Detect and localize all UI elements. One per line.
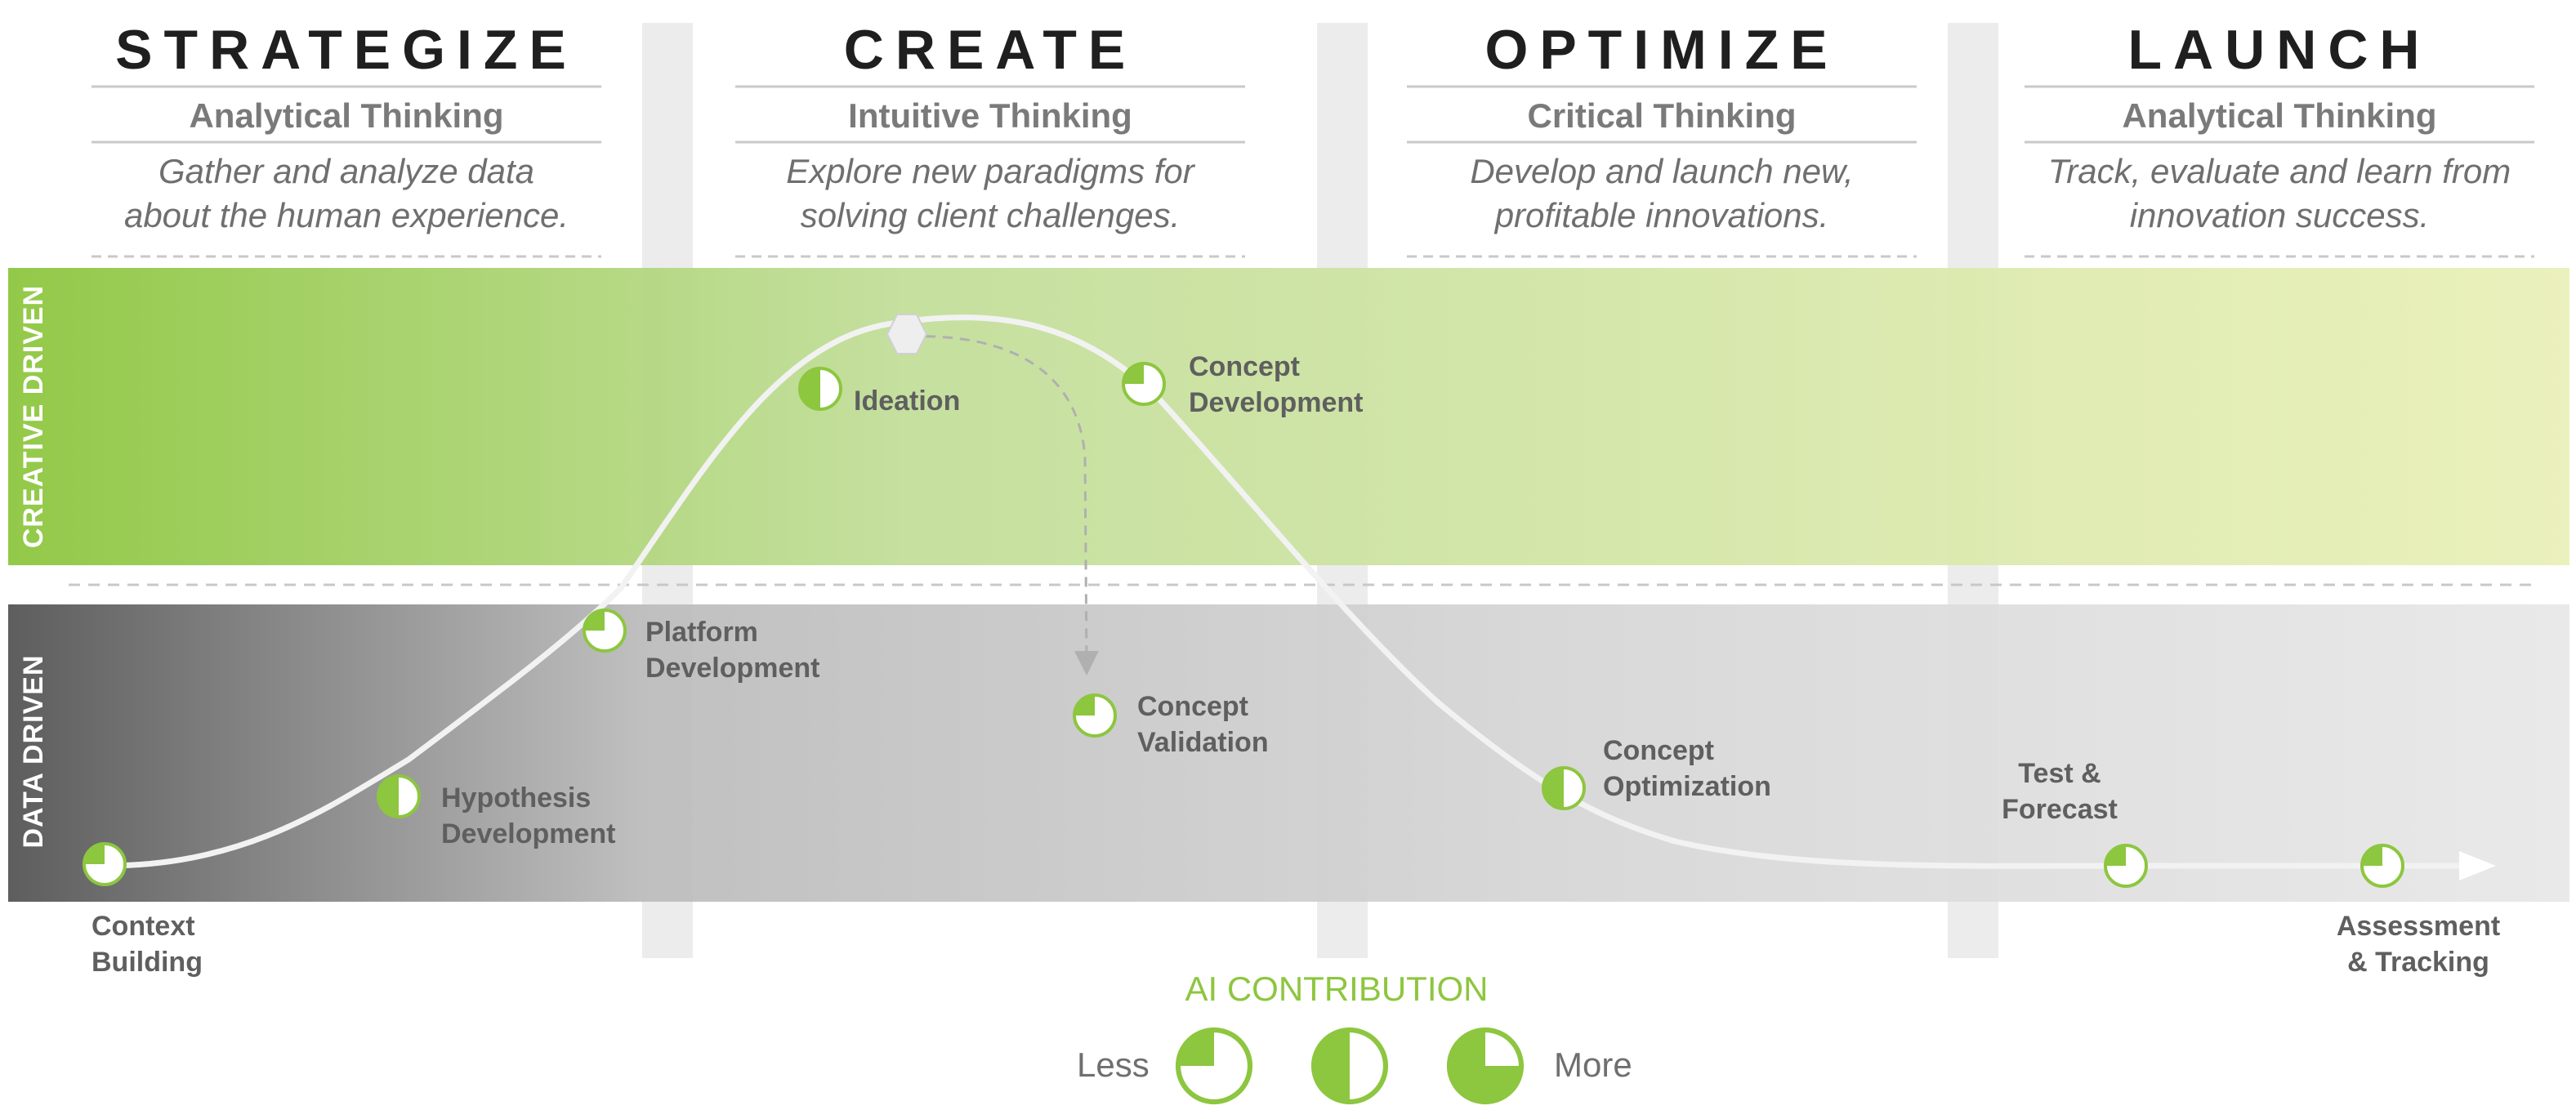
- ai-contribution-icon: [583, 609, 627, 653]
- phase-title: OPTIMIZE: [1484, 19, 1838, 81]
- stage-label: Test &: [2018, 758, 2101, 789]
- phase-description: Develop and launch new,: [1470, 152, 1853, 190]
- stage-label: & Tracking: [2347, 947, 2489, 978]
- legend-pie-icon: [1175, 1027, 1253, 1105]
- stage-label: Concept: [1137, 691, 1248, 722]
- ai-contribution-icon: [2360, 844, 2404, 888]
- stage-label: Optimization: [1603, 771, 1771, 802]
- stage-markers: ContextBuildingHypothesisDevelopmentPlat…: [83, 351, 2500, 978]
- stage-label: Development: [645, 653, 820, 684]
- legend-title: AI CONTRIBUTION: [1185, 970, 1488, 1008]
- stage-label: Assessment: [2337, 911, 2500, 942]
- ai-contribution-icon: [377, 774, 421, 818]
- stage-label: Validation: [1137, 727, 1269, 758]
- legend-pie-icon: [1446, 1027, 1525, 1105]
- stage-label: Concept: [1189, 351, 1300, 382]
- stage-label: Development: [441, 818, 616, 849]
- phase-description: Gather and analyze data: [158, 152, 534, 190]
- legend-icons: [1175, 1027, 1525, 1105]
- ai-contribution-icon: [1122, 362, 1166, 406]
- phase-description: about the human experience.: [124, 196, 569, 234]
- phase-subtitle: Analytical Thinking: [2122, 96, 2436, 135]
- phase-description: innovation success.: [2130, 196, 2430, 234]
- stage-assessment-tracking: Assessment & Tracking: [2337, 844, 2500, 978]
- stage-label: Context: [92, 911, 195, 942]
- process-curve: [104, 314, 2467, 869]
- stage-label: Ideation: [854, 386, 960, 417]
- ai-contribution-icon: [798, 367, 842, 411]
- phase-description: solving client challenges.: [801, 196, 1181, 234]
- legend-pie-icon: [1310, 1027, 1389, 1105]
- ai-contribution-icon: [1542, 766, 1586, 810]
- phase-subtitle: Analytical Thinking: [189, 96, 503, 135]
- phase-description: profitable innovations.: [1493, 196, 1829, 234]
- stage-label: Development: [1189, 387, 1364, 418]
- phase-subtitle: Intuitive Thinking: [848, 96, 1132, 135]
- ai-contribution-legend: AI CONTRIBUTION Less More: [1077, 970, 1632, 1105]
- phase-subtitle: Critical Thinking: [1527, 96, 1796, 135]
- stage-label: Platform: [645, 617, 758, 648]
- data-band-label: DATA DRIVEN: [18, 654, 49, 848]
- legend-more-label: More: [1554, 1045, 1632, 1084]
- ai-contribution-icon: [2104, 844, 2148, 888]
- creative-band-label: CREATIVE DRIVEN: [18, 285, 49, 548]
- stage-label: Forecast: [2002, 794, 2118, 825]
- peak-node: [886, 314, 928, 354]
- phase-description: Track, evaluate and learn from: [2048, 152, 2511, 190]
- stage-label: Concept: [1603, 735, 1714, 766]
- validation-branch-arrow: [908, 335, 1099, 675]
- phase-title: CREATE: [844, 19, 1137, 81]
- stage-ideation: Ideation: [798, 367, 960, 417]
- curve-arrow-head: [2459, 851, 2496, 880]
- stage-test-forecast: Test & Forecast: [2002, 758, 2148, 888]
- ai-contribution-icon: [83, 842, 127, 886]
- phase-title: LAUNCH: [2127, 19, 2431, 81]
- phase-title: STRATEGIZE: [115, 19, 578, 81]
- ai-contribution-icon: [1073, 693, 1117, 738]
- creative-driven-band: [8, 268, 2569, 565]
- legend-less-label: Less: [1077, 1045, 1150, 1084]
- phase-description: Explore new paradigms for: [786, 152, 1196, 190]
- stage-label: Hypothesis: [441, 782, 591, 814]
- data-driven-band: [8, 604, 2569, 902]
- stage-label: Building: [92, 947, 203, 978]
